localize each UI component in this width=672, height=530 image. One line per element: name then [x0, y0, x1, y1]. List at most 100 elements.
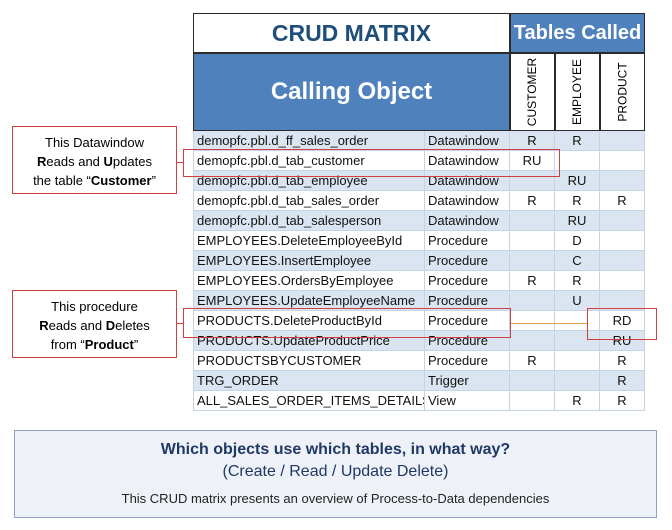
employee-access: RU [555, 171, 600, 191]
customer-access [510, 171, 555, 191]
table-row: EMPLOYEES.InsertEmployee Procedure C [193, 251, 645, 271]
object-type: Procedure [425, 231, 510, 251]
object-type: View [425, 391, 510, 411]
column-label: CUSTOMER [525, 57, 540, 127]
object-name: EMPLOYEES.UpdateEmployeeName [193, 291, 425, 311]
calling-object-header: Calling Object [193, 53, 510, 131]
customer-row-highlight [183, 149, 560, 177]
employee-access: C [555, 251, 600, 271]
callout-text: the table “ [33, 173, 91, 188]
customer-access [510, 291, 555, 311]
callout-line: from “Product” [13, 335, 176, 354]
table-row: EMPLOYEES.UpdateEmployeeName Procedure U [193, 291, 645, 311]
product-access: RU [600, 331, 645, 351]
matrix-title: CRUD MATRIX [193, 13, 510, 53]
table-row: demopfc.pbl.d_tab_salesperson Datawindow… [193, 211, 645, 231]
product-access: R [600, 191, 645, 211]
table-row: EMPLOYEES.OrdersByEmployee Procedure R R [193, 271, 645, 291]
column-label: PRODUCT [615, 62, 630, 122]
callout-line: Reads and Deletes [13, 316, 176, 335]
object-type: Procedure [425, 351, 510, 371]
customer-access: R [510, 191, 555, 211]
product-row-highlight [183, 308, 511, 338]
product-access [600, 291, 645, 311]
object-name: ALL_SALES_ORDER_ITEMS_DETAILS [193, 391, 425, 411]
employee-access: D [555, 231, 600, 251]
product-access [600, 271, 645, 291]
customer-access [510, 231, 555, 251]
object-type: Procedure [425, 251, 510, 271]
emphasis-letter: U [103, 154, 113, 169]
tables-called-header: Tables Called [510, 13, 645, 53]
customer-access: R [510, 351, 555, 371]
object-name: PRODUCTS.DeleteProductById [193, 311, 425, 331]
object-name: EMPLOYEES.InsertEmployee [193, 251, 425, 271]
object-name: PRODUCTSBYCUSTOMER [193, 351, 425, 371]
callout-text: eads and [48, 318, 106, 333]
table-row: PRODUCTSBYCUSTOMER Procedure R R [193, 351, 645, 371]
object-type: Datawindow [425, 211, 510, 231]
employee-access: R [555, 271, 600, 291]
banner-heading: Which objects use which tables, in what … [160, 441, 511, 458]
object-name: PRODUCTS.UpdateProductPrice [193, 331, 425, 351]
object-type: Datawindow [425, 151, 510, 171]
employee-access [555, 371, 600, 391]
employee-access [555, 151, 600, 171]
object-type: Datawindow [425, 191, 510, 211]
table-row: ALL_SALES_ORDER_ITEMS_DETAILS View R R [193, 391, 645, 411]
callout-connector [177, 162, 183, 163]
banner-description: This CRUD matrix presents an overview of… [121, 491, 550, 506]
banner-subheading: (Create / Read / Update Delete) [222, 463, 449, 480]
object-type: Procedure [425, 291, 510, 311]
column-label: EMPLOYEE [570, 58, 585, 126]
product-access [600, 151, 645, 171]
table-row: demopfc.pbl.d_ff_sales_order Datawindow … [193, 131, 645, 151]
callout-line: Reads and Updates [13, 152, 176, 171]
employee-access [555, 351, 600, 371]
object-name: demopfc.pbl.d_tab_salesperson [193, 211, 425, 231]
column-header-customer: CUSTOMER [510, 53, 555, 131]
summary-banner: Which objects use which tables, in what … [14, 430, 657, 518]
product-access [600, 131, 645, 151]
product-access: R [600, 391, 645, 411]
cell-connector-line [511, 323, 587, 324]
object-type: Procedure [425, 311, 510, 331]
column-header-product: PRODUCT [600, 53, 645, 131]
object-type: Procedure [425, 331, 510, 351]
customer-access [510, 391, 555, 411]
table-row: demopfc.pbl.d_tab_sales_order Datawindow… [193, 191, 645, 211]
employee-access: RU [555, 211, 600, 231]
callout-text: ” [133, 337, 139, 352]
customer-access [510, 211, 555, 231]
emphasis-letter: R [37, 154, 47, 169]
employee-access: U [555, 291, 600, 311]
object-name: EMPLOYEES.DeleteEmployeeById [193, 231, 425, 251]
customer-access [510, 251, 555, 271]
callout-text: ” [151, 173, 156, 188]
product-access: R [600, 371, 645, 391]
object-name: EMPLOYEES.OrdersByEmployee [193, 271, 425, 291]
table-row: PRODUCTS.UpdateProductPrice Procedure RU [193, 331, 645, 351]
object-name: TRG_ORDER [193, 371, 425, 391]
object-name: demopfc.pbl.d_tab_customer [193, 151, 425, 171]
callout-line: the table “Customer” [13, 171, 176, 190]
customer-access: R [510, 271, 555, 291]
employee-access [555, 331, 600, 351]
table-row: TRG_ORDER Trigger R [193, 371, 645, 391]
product-access: R [600, 351, 645, 371]
callout-line: This Datawindow [45, 135, 144, 150]
table-row: demopfc.pbl.d_tab_customer Datawindow RU [193, 151, 645, 171]
table-name: Customer [90, 173, 152, 188]
callout-text: from “ [50, 337, 85, 352]
product-access [600, 211, 645, 231]
table-name: Product [84, 337, 134, 352]
product-cell-highlight [587, 308, 657, 340]
object-name: demopfc.pbl.d_tab_sales_order [193, 191, 425, 211]
table-row: PRODUCTS.DeleteProductById Procedure RD [193, 311, 645, 331]
object-type: Trigger [425, 371, 510, 391]
object-type: Procedure [425, 271, 510, 291]
employee-access [555, 311, 600, 331]
object-name: demopfc.pbl.d_ff_sales_order [193, 131, 425, 151]
product-access [600, 251, 645, 271]
product-access [600, 171, 645, 191]
